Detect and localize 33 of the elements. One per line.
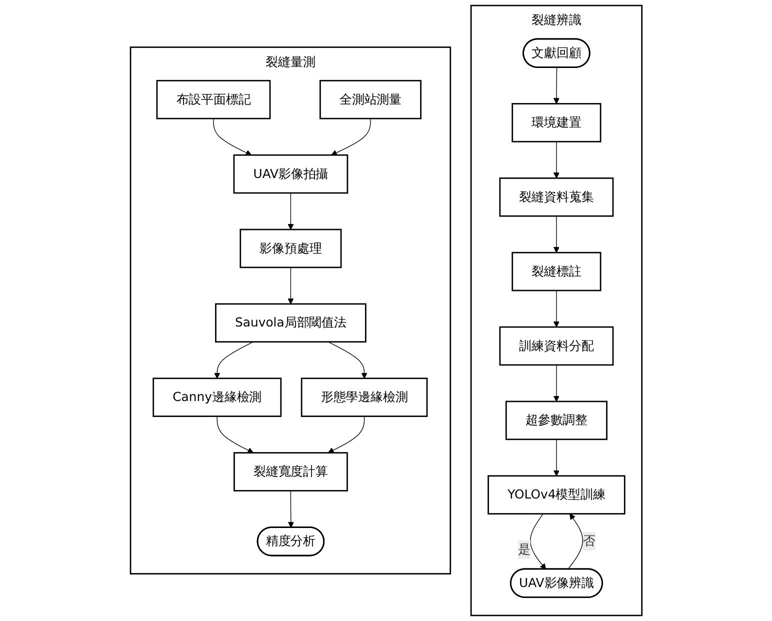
node-box: 環境建置 bbox=[511, 103, 602, 142]
node-box: 超參數調整 bbox=[505, 400, 608, 440]
edge-label: 是 bbox=[518, 542, 530, 557]
arrow bbox=[553, 364, 560, 402]
node-box: 裂縫標註 bbox=[511, 252, 602, 292]
node-box: 裂縫寬度計算 bbox=[233, 452, 348, 492]
arrow bbox=[328, 342, 368, 379]
arrow bbox=[288, 490, 294, 528]
arrow bbox=[553, 216, 560, 253]
node-box: 形態學邊緣檢測 bbox=[300, 378, 428, 417]
node-box: 布設平面標記 bbox=[156, 80, 270, 120]
arrow bbox=[553, 439, 560, 476]
arrow bbox=[553, 67, 560, 104]
node-box: UAV影像拍攝 bbox=[233, 154, 348, 194]
arrow bbox=[330, 118, 371, 156]
arrow bbox=[328, 416, 364, 454]
node-box: Canny邊緣檢測 bbox=[152, 378, 282, 417]
node-box: 全測站測量 bbox=[319, 80, 422, 120]
arrow bbox=[553, 141, 560, 178]
arrow bbox=[287, 192, 294, 230]
arrow bbox=[214, 342, 254, 379]
node-box: 訓練資料分配 bbox=[499, 326, 614, 366]
arrow bbox=[212, 118, 252, 156]
arrow bbox=[216, 416, 254, 454]
node-box: 裂縫資料蒐集 bbox=[499, 177, 614, 217]
node-box: 影像預處理 bbox=[240, 228, 342, 268]
arrow bbox=[553, 290, 560, 328]
node-box: YOLOv4模型訓練 bbox=[487, 475, 626, 514]
edge-label: 否 bbox=[582, 534, 596, 549]
arrow bbox=[287, 267, 294, 304]
arrow bbox=[530, 513, 546, 570]
arrow bbox=[567, 514, 583, 570]
node-box: Sauvola局部閾值法 bbox=[214, 303, 366, 343]
